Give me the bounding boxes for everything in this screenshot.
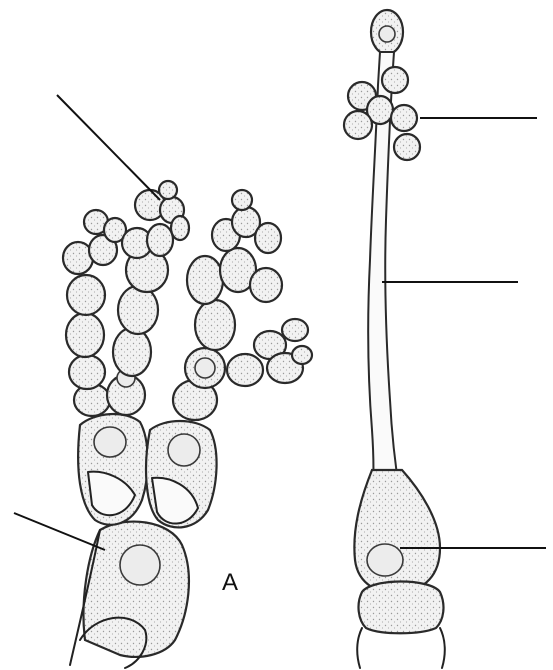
apical-cell-nucleus [379,26,395,42]
basal-cell-nucleus [120,545,160,585]
leader-line-top-left [57,95,160,200]
large-cell-right-nucleus [168,434,200,466]
bulb-cell-nucleus [367,544,403,576]
middle-cell-chain [107,181,189,415]
figure-label-a: A [222,569,238,596]
figure-right-stalked-structure [344,10,546,668]
right-cell-chain [173,190,312,420]
basal-cell [83,522,188,657]
figure-a-branched-structure: A [14,95,312,668]
large-cell-left-nucleus [94,427,126,457]
lower-cell-1 [359,582,444,634]
bulb-cell [354,470,440,593]
leader-line-bottom-left [14,513,105,550]
